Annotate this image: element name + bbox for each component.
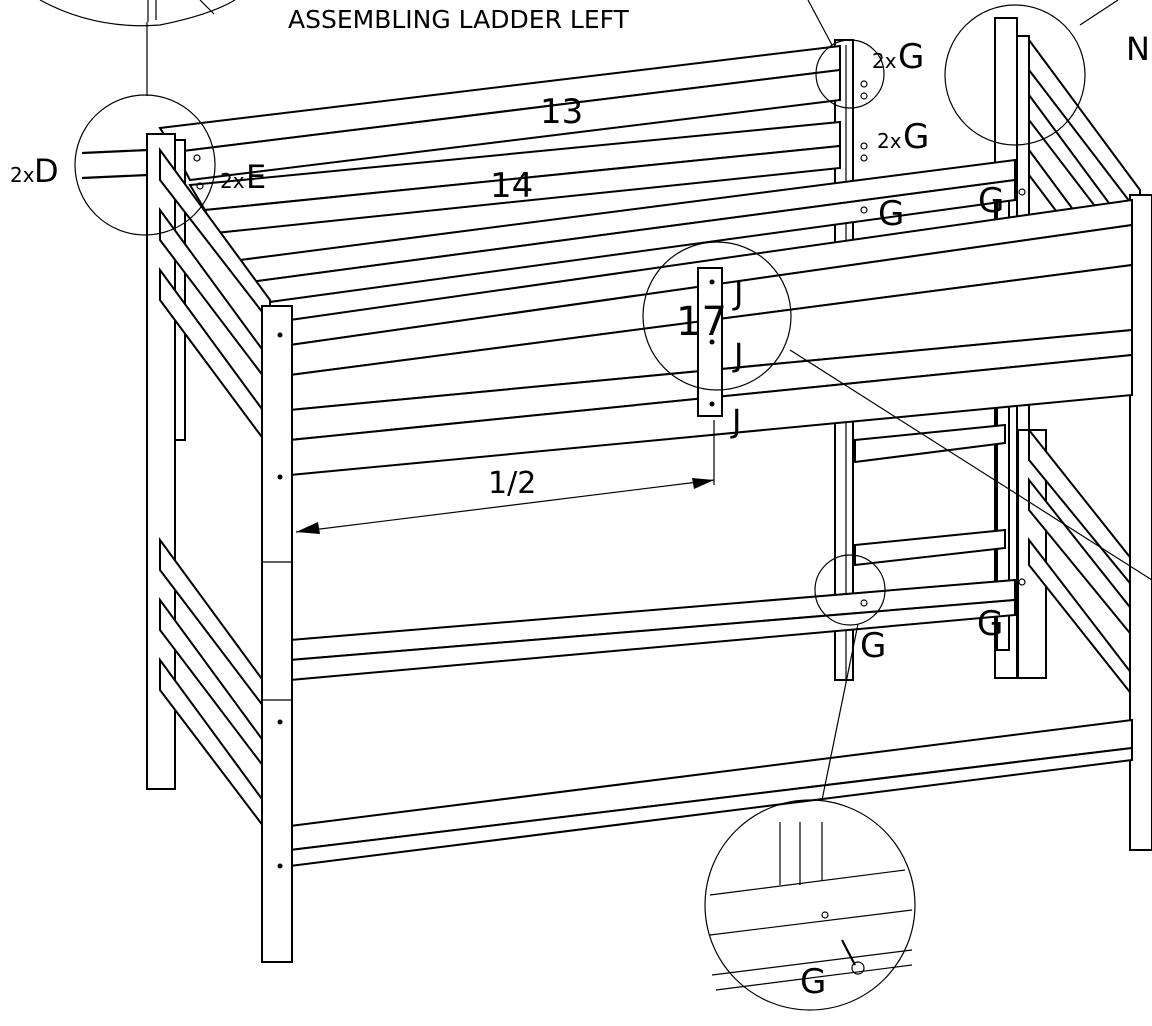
label-part-17: 17 [676,299,727,345]
label-part-14: 14 [490,166,533,206]
label-screw-g-bottom: G [860,626,886,666]
label-screw-d-prefix: 2x [10,163,35,187]
screws-d [81,148,204,190]
front-left-post [261,305,293,963]
label-screw-e: E [246,158,266,196]
label-part-n: N [1126,30,1150,68]
label-screw-g-mid-prefix: 2x [877,129,902,153]
label-screw-g-top: G [898,37,924,77]
label-dimension: 1/2 [488,466,536,501]
label-screw-g-rail: G [878,194,904,234]
ladder-bracket-17 [697,267,723,417]
label-part-13: 13 [540,92,583,132]
label-screw-g-bottom-right: G [977,604,1003,644]
detail-circle-top-left [39,0,236,96]
label-screw-g-mid: G [903,117,929,157]
dimension-arrow [295,420,715,534]
label-screw-g-top-prefix: 2x [872,49,897,73]
detail-circles [74,0,1152,1011]
back-rails [158,44,1016,305]
label-screw-j2: J [732,336,743,374]
bottom-detail-content [709,822,913,991]
label-screw-j1: J [732,274,743,312]
label-screw-d: D [34,152,59,190]
left-end-frame [146,133,271,838]
label-screw-g-detail: G [800,962,826,1002]
diagram-title: ASSEMBLING LADDER LEFT [288,5,630,34]
screws-g [860,80,1026,607]
label-screw-e-prefix: 2x [220,169,245,193]
label-screw-j3: J [730,402,741,440]
label-screw-g-post: G [978,181,1004,221]
